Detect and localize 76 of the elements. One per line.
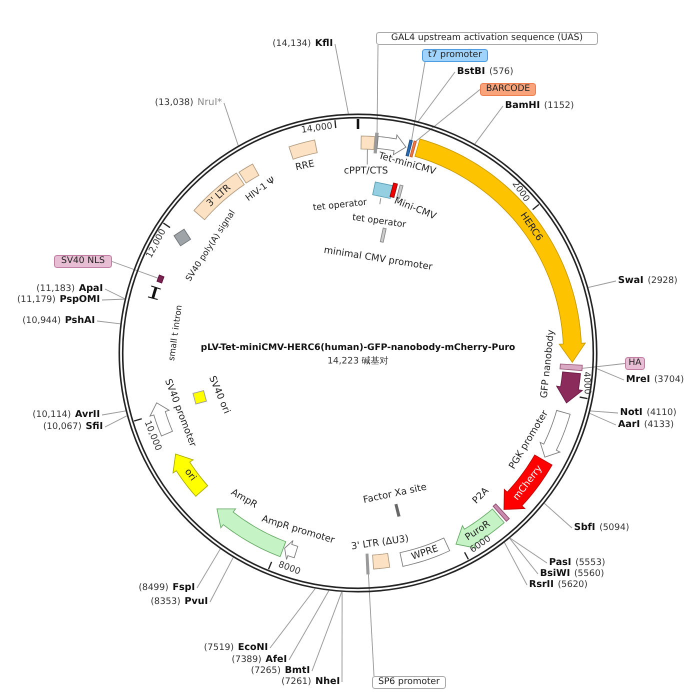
restriction-site-label: (11,183) ApaI [32,283,103,295]
leader-line [96,320,121,324]
restriction-site-label: (7265) BmtI [246,665,310,677]
scale-label: 8000 [276,560,302,578]
restriction-site-label: (13,038) NruI* [150,97,222,109]
restriction-site-label: (7389) AfeI [228,654,287,666]
plasmid-size: 14,223 碱基对 [327,356,389,368]
leader-line [104,288,126,300]
feature-label: RRE [294,158,316,174]
feature-label: small t intron [167,304,185,362]
leader-line [334,44,349,114]
restriction-site-label: (10,067) SfiI [39,421,103,433]
restriction-site-label: SwaI (2928) [618,275,682,287]
feature-tag: HA [625,357,645,370]
leader-line [102,410,126,416]
leader-line [588,280,616,288]
leader-line [288,590,330,660]
feature-label: GFP nanobody [538,329,558,399]
restriction-site-label: RsrII (5620) [529,579,592,591]
restriction-site-label: BstBI (576) [457,66,518,78]
restriction-site-label: (11,179) PspOMI [13,294,100,306]
restriction-site-label: BsiWI (5560) [540,568,608,580]
leader-line [414,89,480,142]
feature-label: 3' LTR [204,182,234,210]
feature-tag: SV40 NLS [54,255,112,268]
leader-line [270,588,316,648]
leader-line [210,556,234,602]
leader-line [376,44,378,134]
feature-label: 3' LTR (ΔU3) [350,533,410,553]
leader-line [544,502,572,528]
feature-label: tet operator [312,198,368,214]
restriction-site-label: NotI (4110) [620,407,680,419]
feature-label: ori [181,466,198,484]
leader-line [224,102,239,146]
leader-line [104,415,128,428]
restriction-site-label: (10,944) PshAI [18,315,95,327]
feature-label: tet operator [351,212,407,232]
feature-tag: SP6 promoter [372,676,446,689]
leader-line [411,62,426,142]
leader-line [342,592,343,682]
feature-tag: BARCODE [480,83,536,96]
restriction-site-label: (7519) EcoNI [200,642,268,654]
leader-line [509,538,538,574]
plasmid-name: pLV-Tet-miniCMV-HERC6(human)-GFP-nanobody-mCherry-Puro [200,343,516,353]
restriction-site-label: (7261) NheI [277,676,340,688]
restriction-site-label: BamHI (1152) [505,100,578,112]
leader-line [368,573,374,676]
scale-label: 14,000 [300,121,334,137]
feature-label: WPRE [410,543,440,563]
restriction-site-label: (8499) FspI [134,582,195,594]
restriction-site-label: SbfI (5094) [574,522,634,534]
leader-line [590,410,618,414]
feature-label: minimal CMV promoter [322,244,434,274]
restriction-site-label: (14,134) KflI [268,38,333,50]
leader-line [474,106,504,144]
feature-label: P2A [470,486,492,506]
leader-line [196,548,221,588]
restriction-site-label: (10,114) AvrII [28,409,100,421]
feature-label: Factor Xa site [362,482,428,506]
leader-line [504,542,528,586]
leader-line [112,261,158,279]
restriction-site-label: AarI (4133) [618,419,678,431]
feature-label: SV40 ori [206,374,232,416]
leader-line [312,592,342,672]
feature-tag: t7 promoter [422,49,488,62]
leader-line [510,538,548,564]
restriction-site-label: MreI (3704) [626,374,688,386]
feature-tag: GAL4 upstream activation sequence (UAS) [376,32,598,45]
scale-label: 4000 [580,371,592,395]
leader-line [582,363,626,369]
restriction-site-label: (8353) PvuI [146,596,208,608]
leader-line [418,72,456,122]
restriction-site-label: PasI (5553) [549,557,610,569]
leader-line [102,298,126,300]
leader-line [589,412,616,426]
leader-line [596,368,624,380]
